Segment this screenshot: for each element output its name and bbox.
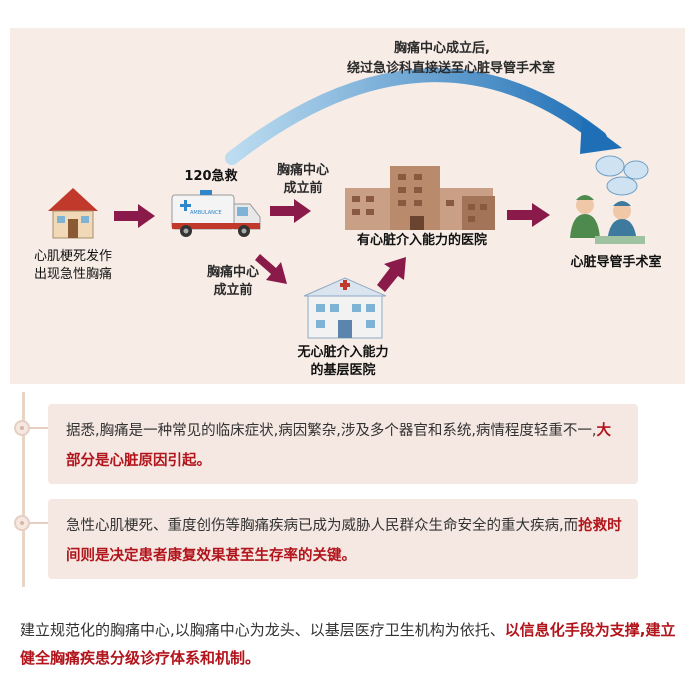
bottom-paragraph: 建立规范化的胸痛中心,以胸痛中心为龙头、以基层医疗卫生机构为依托、以信息化手段为…: [20, 616, 680, 672]
arrow-icon: [114, 199, 550, 292]
svg-text:AMBULANCE: AMBULANCE: [190, 210, 222, 216]
chest-pain-flow-diagram: AMBULANCE: [10, 28, 685, 384]
info-card-2-highlight: 抢救时间则是决定患者康复效果甚至生存率的关键。: [66, 518, 622, 564]
surgeons-icon: [570, 155, 649, 244]
timeline-dot-2: [14, 515, 30, 531]
hospital-icon: [345, 166, 495, 230]
timeline-line: [22, 392, 25, 587]
ambulance-icon: AMBULANCE: [171, 190, 261, 237]
ambulance-label: 120急救: [184, 169, 238, 184]
house-icon: [48, 188, 98, 239]
bottom-paragraph-normal: 建立规范化的胸痛中心,以胸痛中心为龙头、以基层医疗卫生机构为依托、: [20, 621, 505, 639]
timeline-dot-1: [14, 420, 30, 436]
before-label-top: 胸痛中心 成立前: [276, 163, 329, 196]
info-card-2-normal: 急性心肌梗死、重度创伤等胸痛疾病已成为威胁人民群众生命安全的重大疾病,而: [66, 518, 579, 534]
timeline-connector-1: [30, 427, 48, 429]
top-caption-line2: 绕过急诊科直接送至心脏导管手术室: [346, 61, 555, 76]
patient-label: 心肌梗死发作 出现急性胸痛: [33, 249, 112, 282]
info-card-1-text: 据悉,胸痛是一种常见的临床症状,病因繁杂,涉及多个器官和系统,病情程度轻重不一,…: [48, 404, 638, 486]
info-card-1: 据悉,胸痛是一种常见的临床症状,病因繁杂,涉及多个器官和系统,病情程度轻重不一,…: [48, 404, 638, 484]
clinic-label: 无心脏介入能力 的基层医院: [297, 345, 389, 378]
timeline-connector-2: [30, 522, 48, 524]
info-card-2: 急性心肌梗死、重度创伤等胸痛疾病已成为威胁人民群众生命安全的重大疾病,而抢救时间…: [48, 499, 638, 579]
before-label-bottom: 胸痛中心 成立前: [206, 265, 259, 298]
top-caption-line1: 胸痛中心成立后,: [394, 41, 490, 56]
pci-hospital-label: 有心脏介入能力的医院: [356, 233, 487, 248]
bottom-paragraph-highlight: 以信息化手段为支撑,建立健全胸痛疾患分级诊疗体系和机制。: [20, 621, 676, 667]
diagram-graphics: AMBULANCE: [48, 68, 649, 339]
info-card-2-text: 急性心肌梗死、重度创伤等胸痛疾病已成为威胁人民群众生命安全的重大疾病,而抢救时间…: [48, 499, 638, 581]
curved-arrow-icon: [225, 68, 622, 165]
cathlab-label: 心脏导管手术室: [570, 255, 662, 270]
info-card-1-normal: 据悉,胸痛是一种常见的临床症状,病因繁杂,涉及多个器官和系统,病情程度轻重不一,: [66, 423, 597, 439]
info-card-1-highlight: 大部分是心脏原因引起。: [66, 423, 612, 469]
clinic-icon: [303, 277, 387, 339]
